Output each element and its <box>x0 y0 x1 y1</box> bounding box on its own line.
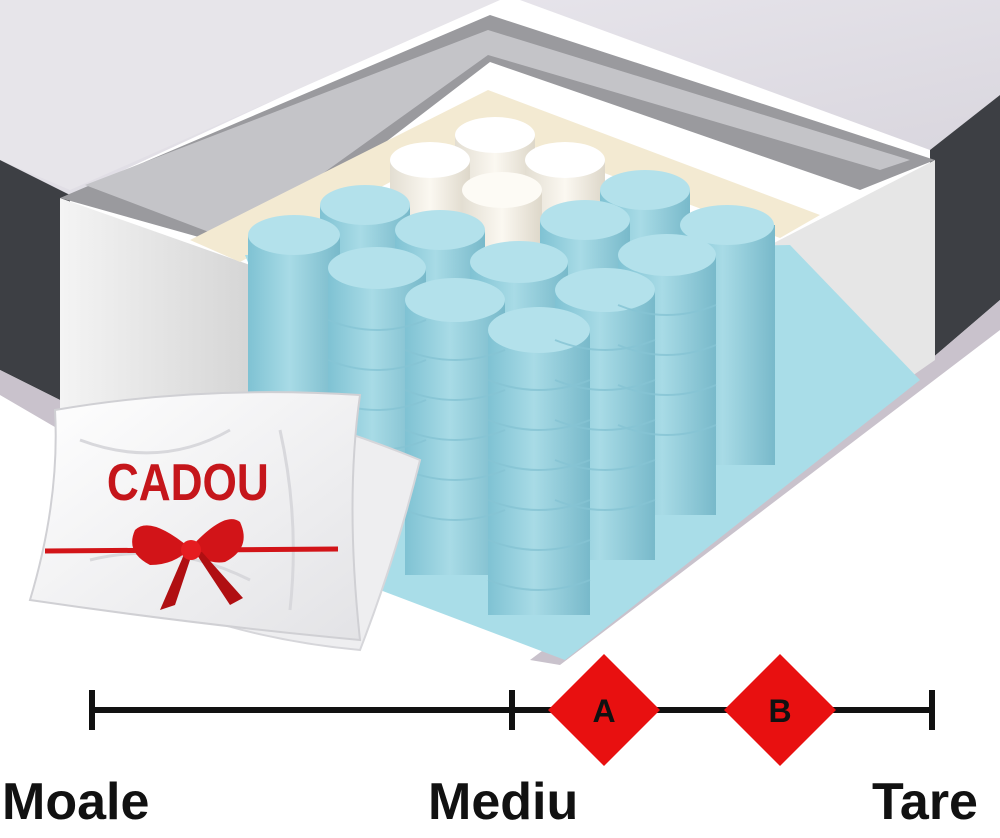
mattress-bottom-edge <box>0 370 70 430</box>
pillow-front <box>28 391 362 642</box>
mattress-side-left <box>0 160 70 405</box>
scale-label-soft: Moale <box>2 773 150 831</box>
marker-a: A <box>548 654 660 766</box>
pocket-springs <box>248 117 775 615</box>
firmness-scale: A B <box>89 654 935 766</box>
spring-ribbing <box>327 304 717 591</box>
marker-b: B <box>724 654 836 766</box>
scale-label-medium: Mediu <box>428 773 579 831</box>
scale-label-hard: Tare <box>872 773 978 831</box>
ribbon-bow <box>132 519 244 610</box>
spring-blue-12 <box>488 307 590 615</box>
marker-a-label: A <box>592 693 615 729</box>
mattress-top-left <box>0 0 500 190</box>
gift-label: CADOU <box>107 454 269 512</box>
marker-b-label: B <box>768 693 791 729</box>
mattress-side-right <box>930 95 1000 360</box>
comfort-layer-top-strip <box>85 30 910 240</box>
gift-pillow: CADOU <box>28 391 422 652</box>
